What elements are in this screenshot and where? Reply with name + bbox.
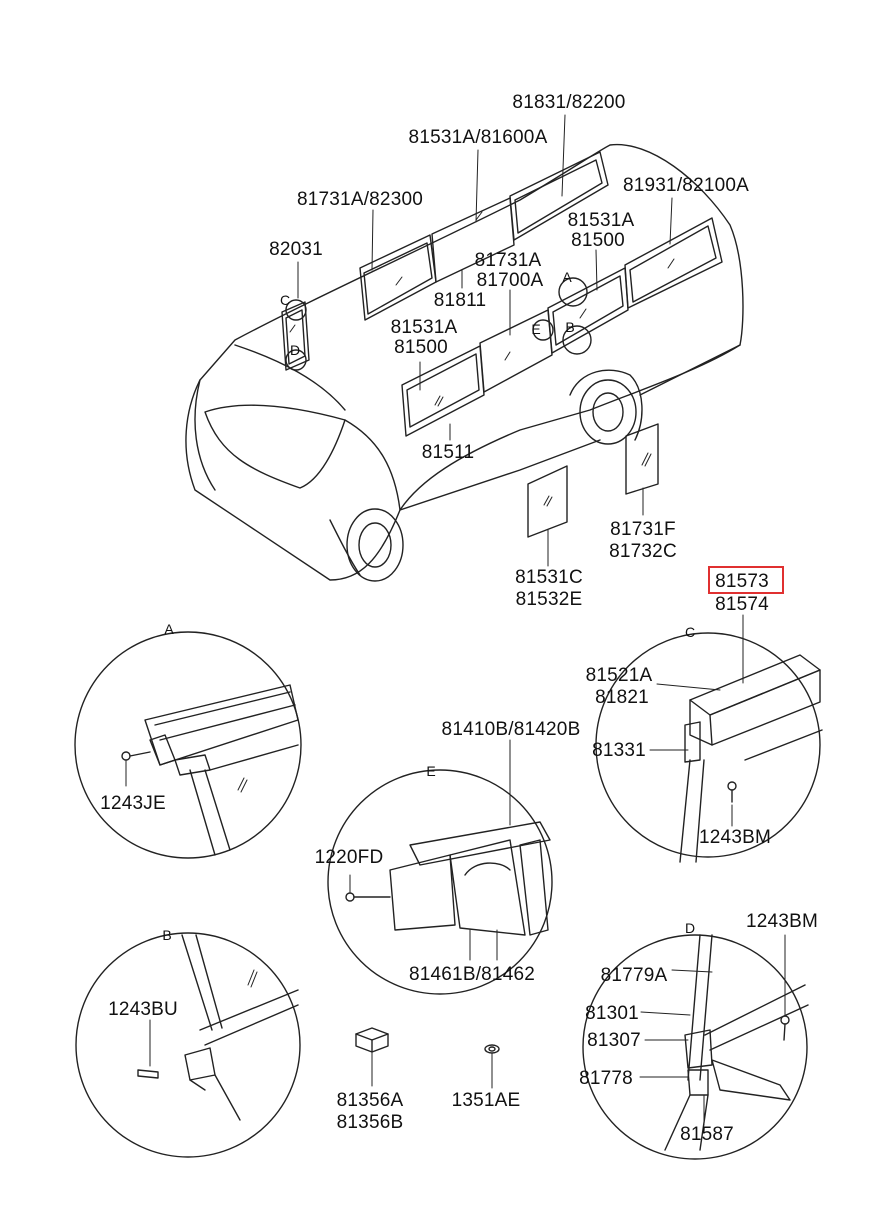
label-81356b: 81356B [336, 1112, 404, 1133]
label-1243je: 1243JE [100, 793, 166, 814]
label-81531a-81600a: 81531A/81600A [408, 127, 548, 148]
label-81811: 81811 [433, 290, 487, 311]
label-81731a: 81731A [474, 250, 542, 271]
label-81356a: 81356A [336, 1090, 404, 1111]
label-81779a: 81779A [600, 965, 668, 986]
highlight-box-81573 [708, 566, 784, 594]
label-81831-82200: 81831/82200 [512, 92, 626, 113]
detail-e [328, 740, 552, 994]
van-letter-d: D [289, 342, 301, 358]
leader-lines-upper [298, 115, 672, 566]
detail-c [596, 615, 822, 862]
van-detail-circles [286, 278, 591, 370]
detail-letter-d: D [684, 920, 696, 936]
van-letter-a: A [562, 269, 572, 285]
detail-a [75, 632, 301, 858]
label-81410b-81420b: 81410B/81420B [441, 719, 581, 740]
label-81587: 81587 [680, 1124, 734, 1145]
lower-windows [402, 218, 722, 436]
van-body [186, 145, 743, 581]
van-letter-c: C [279, 292, 291, 308]
glass-marks [290, 212, 674, 506]
label-1243bm-c: 1243BM [699, 827, 771, 848]
detail-b [76, 933, 300, 1157]
label-81573: 81573 [715, 571, 769, 592]
label-82031: 82031 [269, 239, 323, 260]
label-81931-82100a: 81931/82100A [622, 175, 750, 196]
label-81331: 81331 [592, 740, 646, 761]
label-81500-lower: 81500 [394, 337, 448, 358]
loose-glass-panes [528, 424, 658, 537]
small-parts [356, 1028, 499, 1088]
label-81301: 81301 [585, 1003, 639, 1024]
detail-letter-b: B [162, 927, 172, 943]
label-1243bm-d: 1243BM [746, 911, 818, 932]
label-81511: 81511 [421, 442, 475, 463]
label-81461b-81462: 81461B/81462 [408, 964, 536, 985]
label-1220fd: 1220FD [314, 847, 384, 868]
detail-letter-e: E [426, 763, 436, 779]
label-81531c: 81531C [515, 567, 583, 588]
label-1243bu: 1243BU [108, 999, 178, 1020]
label-81821: 81821 [595, 687, 649, 708]
detail-letter-a: A [164, 621, 174, 637]
detail-d [583, 935, 808, 1159]
label-1351ae: 1351AE [451, 1090, 521, 1111]
label-81531a-lower: 81531A [390, 317, 458, 338]
label-81700a: 81700A [476, 270, 544, 291]
label-81521a: 81521A [585, 665, 653, 686]
label-81778: 81778 [579, 1068, 633, 1089]
detail-letter-c: C [684, 624, 696, 640]
upper-windows [360, 152, 608, 320]
label-81731a-82300: 81731A/82300 [296, 189, 424, 210]
label-81307: 81307 [587, 1030, 641, 1051]
label-81500-upper: 81500 [571, 230, 625, 251]
label-81532e: 81532E [515, 589, 583, 610]
van-letter-b: B [565, 319, 575, 335]
label-81574: 81574 [715, 594, 769, 615]
label-81731f: 81731F [610, 519, 676, 540]
label-81732c: 81732C [609, 541, 677, 562]
label-81531a-upper: 81531A [567, 210, 635, 231]
van-letter-e: E [531, 321, 541, 337]
